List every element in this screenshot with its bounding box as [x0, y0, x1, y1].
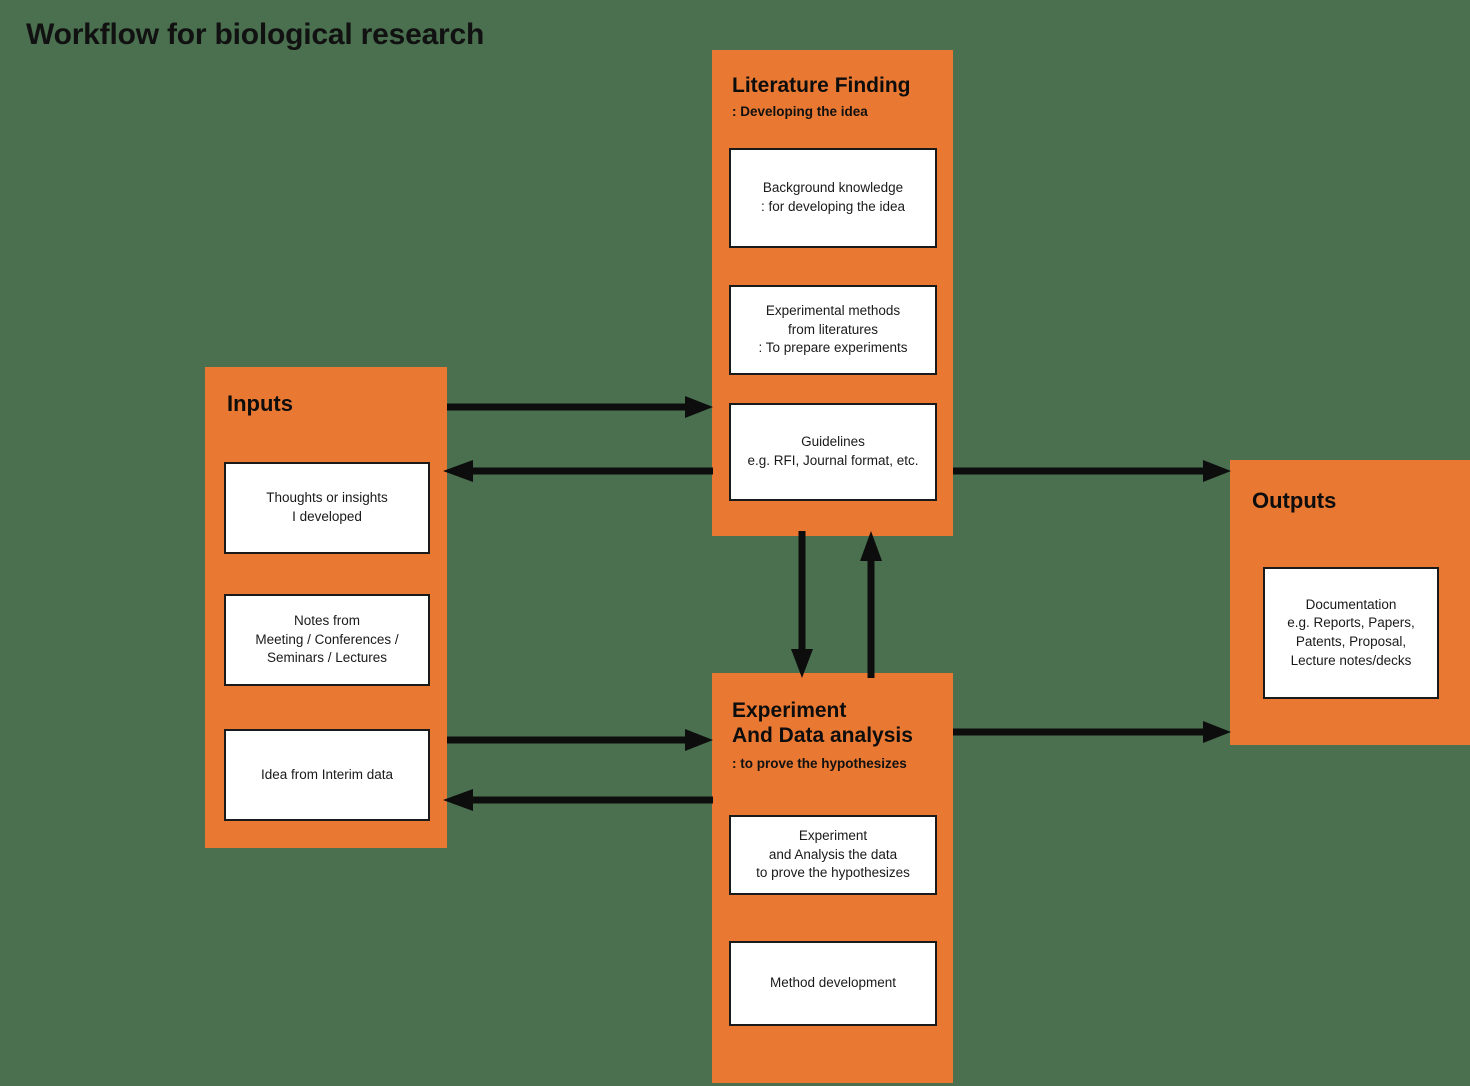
panel-inputs-heading: Inputs	[227, 391, 293, 416]
panel-outputs-heading: Outputs	[1252, 488, 1337, 513]
card-experimental-methods[interactable]: Experimental methods from literatures : …	[729, 285, 937, 375]
arrow-experiment-to-literature	[860, 531, 882, 678]
card-idea-from-interim-data[interactable]: Idea from Interim data	[224, 729, 430, 821]
panel-literature-finding[interactable]: Literature Finding : Developing the idea…	[712, 50, 953, 536]
arrow-inputs-to-experiment	[447, 729, 713, 751]
card-guidelines[interactable]: Guidelines e.g. RFI, Journal format, etc…	[729, 403, 937, 501]
panel-experiment-heading: Experiment And Data analysis	[732, 699, 913, 747]
panel-outputs[interactable]: Outputs Documentation e.g. Reports, Pape…	[1230, 460, 1470, 745]
card-thoughts-or-insights[interactable]: Thoughts or insights I developed	[224, 462, 430, 554]
arrow-literature-to-outputs	[953, 460, 1231, 482]
arrow-literature-to-inputs	[443, 460, 713, 482]
panel-experiment-and-data-analysis[interactable]: Experiment And Data analysis : to prove …	[712, 673, 953, 1083]
arrow-inputs-to-literature	[447, 396, 713, 418]
panel-literature-subtitle: : Developing the idea	[732, 104, 868, 119]
card-method-development[interactable]: Method development	[729, 941, 937, 1026]
page-title: Workflow for biological research	[26, 18, 485, 51]
panel-experiment-subtitle: : to prove the hypothesizes	[732, 756, 907, 771]
arrow-literature-to-experiment	[791, 531, 813, 678]
arrow-experiment-to-inputs	[443, 789, 713, 811]
panel-literature-heading: Literature Finding	[732, 74, 911, 97]
card-documentation[interactable]: Documentation e.g. Reports, Papers, Pate…	[1263, 567, 1439, 699]
panel-inputs[interactable]: Inputs Thoughts or insights I developed …	[205, 367, 447, 848]
card-notes-from-meetings[interactable]: Notes from Meeting / Conferences / Semin…	[224, 594, 430, 686]
card-experiment-and-analysis[interactable]: Experiment and Analysis the data to prov…	[729, 815, 937, 895]
arrow-experiment-to-outputs	[953, 721, 1231, 743]
card-background-knowledge[interactable]: Background knowledge : for developing th…	[729, 148, 937, 248]
